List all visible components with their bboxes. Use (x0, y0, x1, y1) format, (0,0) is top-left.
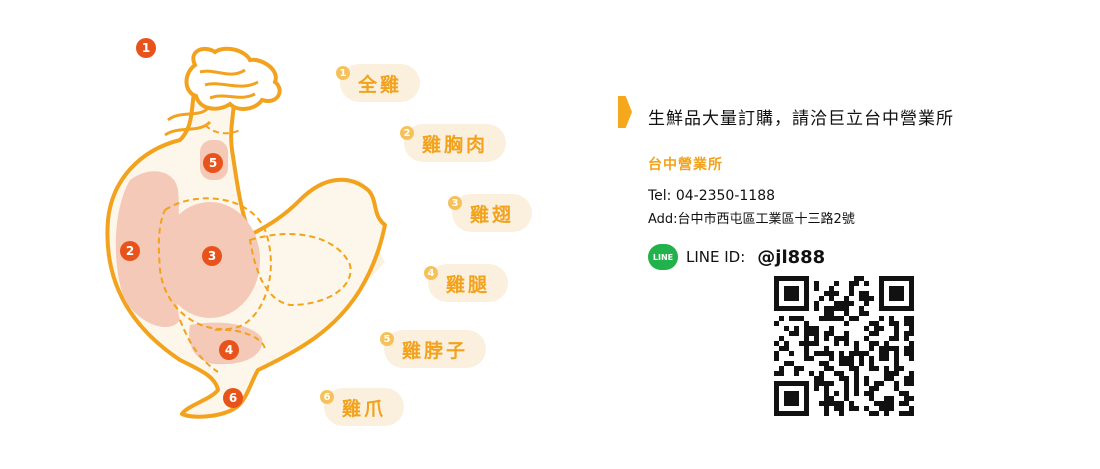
part-label-breast: 2 雞胸肉 (400, 124, 507, 162)
part-number: 4 (424, 266, 438, 280)
part-name: 雞胸肉 (422, 133, 489, 156)
line-id-value[interactable]: @jl888 (757, 246, 826, 268)
part-number: 1 (336, 66, 350, 80)
part-name: 全雞 (358, 73, 403, 96)
marker-breast: 2 (120, 241, 140, 261)
part-label-wing: 3 雞翅 (448, 194, 533, 232)
part-label-leg: 4 雞腿 (424, 264, 509, 302)
marker-wing: 3 (202, 246, 222, 266)
part-number: 3 (448, 196, 462, 210)
qr-code-icon[interactable] (774, 276, 914, 416)
part-label-neck: 5 雞脖子 (380, 330, 487, 368)
marker-whole: 1 (136, 38, 156, 58)
phone-number: Tel: 04-2350-1188 (648, 188, 776, 204)
comb-scribble (164, 68, 259, 137)
line-app-icon: LINE (648, 244, 678, 270)
line-contact: LINE LINE ID: @jl888 (648, 244, 825, 270)
address: Add:台中市西屯區工業區十三路2號 (648, 212, 855, 227)
marker-leg: 4 (219, 340, 239, 360)
section-lines (157, 197, 352, 373)
neck-dash (204, 124, 241, 135)
part-label-feet: 6 雞爪 (320, 388, 405, 426)
part-number: 5 (380, 332, 394, 346)
flag-icon (618, 96, 632, 128)
line-id-label: LINE ID: (686, 248, 746, 266)
part-name: 雞脖子 (402, 339, 469, 362)
comb (184, 46, 282, 111)
part-label-whole: 1 全雞 (336, 64, 421, 102)
part-name: 雞腿 (446, 273, 491, 296)
part-name: 雞翅 (470, 203, 515, 226)
marker-feet: 6 (223, 388, 243, 408)
chicken-illustration (105, 46, 387, 419)
order-headline: 生鮮品大量訂購，請洽巨立台中營業所 (648, 109, 954, 129)
part-number: 6 (320, 390, 334, 404)
branch-name: 台中營業所 (648, 157, 723, 173)
part-number: 2 (400, 126, 414, 140)
part-name: 雞爪 (342, 397, 387, 420)
marker-neck: 5 (203, 153, 223, 173)
